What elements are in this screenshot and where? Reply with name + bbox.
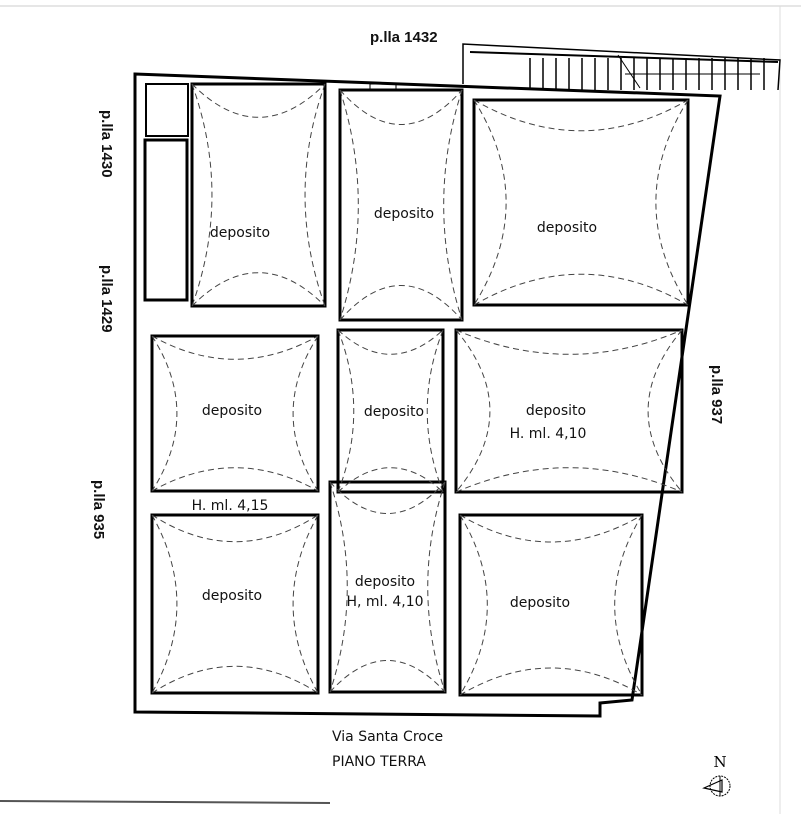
room-label: deposito xyxy=(364,404,424,420)
room-wall xyxy=(454,328,684,494)
room-height: H. ml. 4,10 xyxy=(510,426,587,442)
room-label: deposito xyxy=(202,588,262,604)
closet xyxy=(145,83,189,137)
vault-line xyxy=(151,514,319,694)
floor-title: PIANO TERRA xyxy=(332,754,426,770)
room-wall xyxy=(328,480,447,694)
vaults xyxy=(151,83,689,696)
room-label: deposito xyxy=(526,403,586,419)
room-wall xyxy=(150,334,320,493)
neighbor-left-2: p.lla 1429 xyxy=(98,265,115,333)
room-wall xyxy=(143,138,189,302)
room-wall xyxy=(336,328,445,494)
room-wall xyxy=(150,513,320,695)
vault-line xyxy=(473,99,689,306)
room-wall xyxy=(338,88,464,322)
outer-wall xyxy=(133,72,722,718)
height-note-left: H. ml. 4,15 xyxy=(192,498,269,514)
rooms xyxy=(143,82,690,697)
room-label: deposito xyxy=(510,595,570,611)
room-label: deposito xyxy=(374,206,434,222)
frame-bottom xyxy=(0,800,331,804)
neighbor-left-3: p.lla 935 xyxy=(90,480,107,539)
neighbor-right: p.lla 937 xyxy=(708,365,725,424)
room-wall xyxy=(190,82,327,308)
room-label: deposito xyxy=(210,225,270,241)
room-wall xyxy=(458,513,644,697)
room-height: H, ml. 4,10 xyxy=(346,594,423,610)
north-arrow-icon: N xyxy=(702,753,731,797)
neighbor-left-1: p.lla 1430 xyxy=(98,110,115,178)
room-label: deposito xyxy=(537,220,597,236)
room-label: deposito xyxy=(355,574,415,590)
window-mark xyxy=(369,83,397,91)
neighbor-top: p.lla 1432 xyxy=(370,29,438,46)
room-label: deposito xyxy=(202,403,262,419)
vault-line xyxy=(339,89,463,321)
stair-annex xyxy=(462,43,781,91)
north-label: N xyxy=(713,753,726,771)
vault-line xyxy=(191,83,326,307)
street-name: Via Santa Croce xyxy=(332,729,443,745)
room-wall xyxy=(472,98,690,307)
